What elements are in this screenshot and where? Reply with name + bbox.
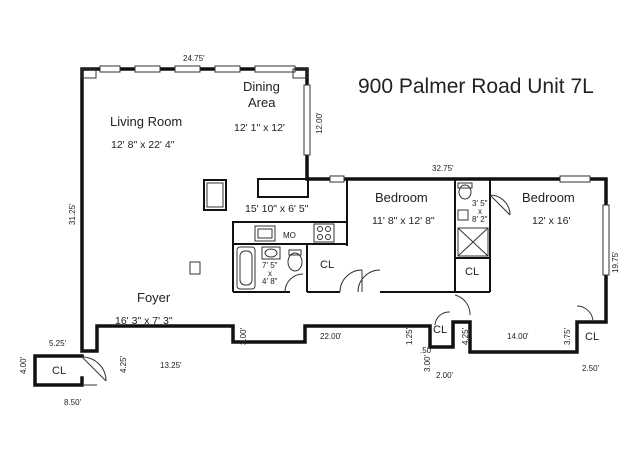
window xyxy=(214,65,241,73)
door-swing xyxy=(576,305,594,323)
shower xyxy=(457,227,489,257)
dining-size: 12' 1" x 12' xyxy=(234,122,285,134)
bath-1-height: 4' 8" xyxy=(262,277,278,286)
toilet xyxy=(287,252,303,272)
window xyxy=(303,84,311,156)
dim-step-375: 3.75' xyxy=(563,327,572,345)
bathtub xyxy=(236,246,256,290)
closet-hall: CL xyxy=(433,324,447,336)
bath-sink xyxy=(457,209,469,221)
kitchen-size: 15' 10" x 6' 5" xyxy=(245,203,309,215)
dining-label-1: Dining xyxy=(243,79,280,94)
door-swing xyxy=(339,269,363,293)
stove-burner xyxy=(325,226,331,232)
window xyxy=(134,65,161,73)
dim-left-height: 31.25' xyxy=(68,203,77,225)
window xyxy=(329,175,345,183)
door-swing xyxy=(284,273,304,293)
dim-bottom-250: 2.50' xyxy=(582,364,600,373)
toilet-tank xyxy=(288,249,302,256)
window xyxy=(99,65,121,73)
bath-2-x: x xyxy=(478,207,482,216)
window xyxy=(559,175,591,183)
bath-1-width: 7' 5" xyxy=(262,261,278,270)
dining-cabinet xyxy=(257,178,309,198)
dim-bottom-13: 13.25' xyxy=(160,361,182,370)
shower-line xyxy=(457,227,489,257)
kitchen-sink-basin xyxy=(257,228,273,239)
window xyxy=(174,65,201,73)
dim-step-125: 1.25' xyxy=(405,327,414,345)
dim-bottom-22: 22.00' xyxy=(320,332,342,341)
toilet-tank xyxy=(457,182,473,189)
bath-sink-basin xyxy=(264,248,278,258)
dim-bottom-14: 14.00' xyxy=(507,332,529,341)
exterior-wall xyxy=(80,67,608,354)
closet-bedroom: CL xyxy=(585,331,599,343)
dim-step-050: .50' xyxy=(420,346,433,355)
foyer-label: Foyer xyxy=(137,290,171,305)
dim-bottom-2: 2.00' xyxy=(436,371,454,380)
stove-burner xyxy=(317,234,323,240)
dining-label-2: Area xyxy=(248,95,276,110)
door-leaf xyxy=(81,356,107,382)
dim-step-425: 4.25' xyxy=(461,327,470,345)
door-swing xyxy=(454,294,471,316)
interior-wall xyxy=(232,179,348,292)
bath-1-x: x xyxy=(268,269,272,278)
living-room-label: Living Room xyxy=(110,114,182,129)
bath-2-height: 8' 2" xyxy=(472,215,488,224)
window xyxy=(254,65,296,73)
closet-left-wall xyxy=(33,354,84,387)
kitchen-sink xyxy=(254,225,276,242)
door-leaf xyxy=(489,194,511,216)
bedroom-1-size: 11' 8" x 12' 8" xyxy=(372,215,435,227)
foyer-size: 16' 3" x 7' 3" xyxy=(115,315,173,327)
dim-step-3a: 3.00' xyxy=(239,327,248,345)
dim-dining-height: 12.00' xyxy=(315,112,324,134)
toilet xyxy=(458,184,472,200)
stove xyxy=(313,223,335,243)
door-swing xyxy=(81,356,107,382)
window xyxy=(602,204,610,276)
closet-bath: CL xyxy=(465,266,479,278)
bath-sink xyxy=(261,246,281,260)
living-room-size: 12' 8" x 22' 4" xyxy=(111,139,175,151)
dim-step-3b: 3.00' xyxy=(423,354,432,372)
stove-burner xyxy=(317,226,323,232)
living-cabinet-inner xyxy=(206,182,224,208)
dim-bottom-left-width: 8.50' xyxy=(64,398,82,407)
door-swing xyxy=(489,194,511,216)
microwave-label: MO xyxy=(283,231,296,240)
bathtub-inner xyxy=(239,250,253,286)
plan-title: 900 Palmer Road Unit 7L xyxy=(358,75,594,98)
bath-2-width: 3' 5" xyxy=(472,199,488,208)
dim-left-small-width: 5.25' xyxy=(49,339,67,348)
dim-left-small-height: 4.00' xyxy=(19,356,28,374)
bedroom-2-label: Bedroom xyxy=(522,190,575,205)
bedroom-1-label: Bedroom xyxy=(375,190,428,205)
dim-left-step: 4.25' xyxy=(119,355,128,373)
corner-mark xyxy=(81,68,97,79)
dim-right-height: 19.75' xyxy=(611,251,620,273)
bedroom-2-size: 12' x 16' xyxy=(532,215,570,227)
closet-entry: CL xyxy=(52,365,66,377)
living-cabinet xyxy=(203,179,227,211)
dim-right-width: 32.75' xyxy=(432,164,454,173)
dim-top-width: 24.75' xyxy=(183,54,205,63)
door-swing xyxy=(434,311,451,326)
stove-burner xyxy=(325,234,331,240)
door-swing xyxy=(357,269,381,293)
corner-mark xyxy=(189,261,201,275)
closet-kitchen: CL xyxy=(320,259,334,271)
corner-mark xyxy=(292,68,308,79)
